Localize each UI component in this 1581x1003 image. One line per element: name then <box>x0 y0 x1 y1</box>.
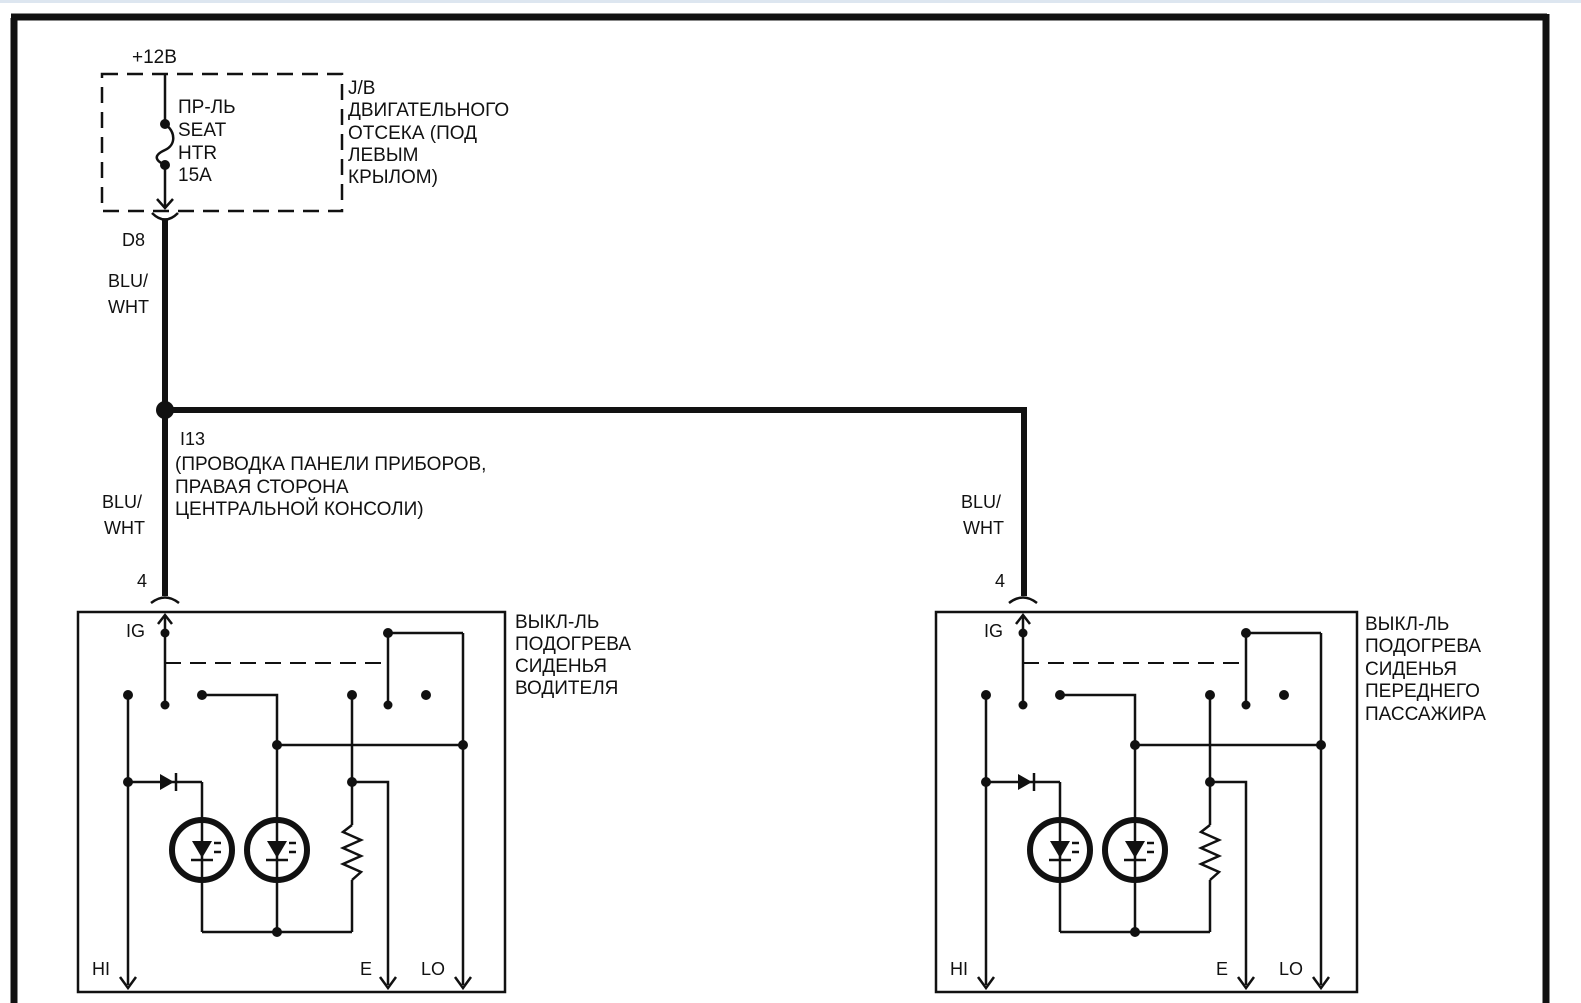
passenger-terminal-lo: LO <box>1279 959 1303 979</box>
wire-color-driver-line-2: WHT <box>104 518 145 538</box>
driver-switch-line-1: ВЫКЛ-ЛЬ <box>515 612 599 633</box>
junction-box-outline <box>100 72 344 213</box>
driver-seat-heater-switch: 4 IG <box>76 571 507 994</box>
splice-line-2: ПРАВАЯ СТОРОНА <box>175 477 349 498</box>
wire-color-passenger-line-1: BLU/ <box>961 492 1001 512</box>
fuse-label-line-3: HTR <box>178 143 217 164</box>
junction-box-line-5: КРЫЛОМ) <box>348 167 438 188</box>
passenger-switch-outline <box>934 610 1359 994</box>
driver-terminal-lo: LO <box>421 959 445 979</box>
junction-box-line-3: ОТСЕКА (ПОД <box>348 123 477 144</box>
driver-terminal-ig: IG <box>126 621 145 641</box>
passenger-switch-line-5: ПАССАЖИРА <box>1365 704 1486 725</box>
connector-d8-symbol <box>151 212 179 221</box>
driver-switch-line-3: СИДЕНЬЯ <box>515 656 607 677</box>
fuse-label-line-2: SEAT <box>178 120 227 141</box>
branch-wire-passenger <box>165 407 1027 596</box>
fuse-label-line-4: 15A <box>178 165 212 186</box>
junction-box-line-1: J/B <box>348 78 375 99</box>
passenger-seat-heater-switch: 4 IG <box>934 571 1359 994</box>
wire-color-passenger-line-2: WHT <box>963 518 1004 538</box>
passenger-switch-line-2: ПОДОГРЕВА <box>1365 636 1481 657</box>
splice-line-1: (ПРОВОДКА ПАНЕЛИ ПРИБОРОВ, <box>175 454 486 475</box>
wire-color-top-line-2: WHT <box>108 297 149 317</box>
passenger-pin-number: 4 <box>995 571 1005 591</box>
wire-color-top-line-1: BLU/ <box>108 271 148 291</box>
fuse-label-line-1: ПР-ЛЬ <box>178 97 236 118</box>
driver-switch-outline <box>76 610 507 994</box>
splice-line-3: ЦЕНТРАЛЬНОЙ КОНСОЛИ) <box>175 498 424 520</box>
junction-box-line-4: ЛЕВЫМ <box>348 145 418 166</box>
passenger-switch-line-4: ПЕРЕДНЕГО <box>1365 681 1480 702</box>
junction-box-line-2: ДВИГАТЕЛЬНОГО <box>348 100 509 121</box>
wire-color-driver-line-1: BLU/ <box>102 492 142 512</box>
driver-pin-number: 4 <box>137 571 147 591</box>
passenger-switch-line-3: СИДЕНЬЯ <box>1365 659 1457 680</box>
fuse-label: ПР-ЛЬ SEAT HTR 15A <box>178 97 236 186</box>
passenger-terminal-e: E <box>1216 959 1228 979</box>
passenger-switch-label: ВЫКЛ-ЛЬ ПОДОГРЕВА СИДЕНЬЯ ПЕРЕДНЕГО ПАСС… <box>1365 614 1486 725</box>
driver-terminal-hi: HI <box>92 959 110 979</box>
passenger-terminal-ig: IG <box>984 621 1003 641</box>
passenger-switch-line-1: ВЫКЛ-ЛЬ <box>1365 614 1449 635</box>
junction-box-label: J/B ДВИГАТЕЛЬНОГО ОТСЕКА (ПОД ЛЕВЫМ КРЫЛ… <box>348 78 509 188</box>
driver-switch-label: ВЫКЛ-ЛЬ ПОДОГРЕВА СИДЕНЬЯ ВОДИТЕЛЯ <box>515 612 631 699</box>
supply-voltage-label: +12В <box>132 47 177 68</box>
connector-d8-label: D8 <box>122 230 145 250</box>
fuse-seat-htr <box>155 74 175 210</box>
driver-switch-line-2: ПОДОГРЕВА <box>515 634 631 655</box>
splice-i13-id: I13 <box>180 429 205 449</box>
driver-terminal-e: E <box>360 959 372 979</box>
driver-switch-line-4: ВОДИТЕЛЯ <box>515 678 618 699</box>
passenger-terminal-hi: HI <box>950 959 968 979</box>
splice-i13-description: (ПРОВОДКА ПАНЕЛИ ПРИБОРОВ, ПРАВАЯ СТОРОН… <box>175 454 486 520</box>
